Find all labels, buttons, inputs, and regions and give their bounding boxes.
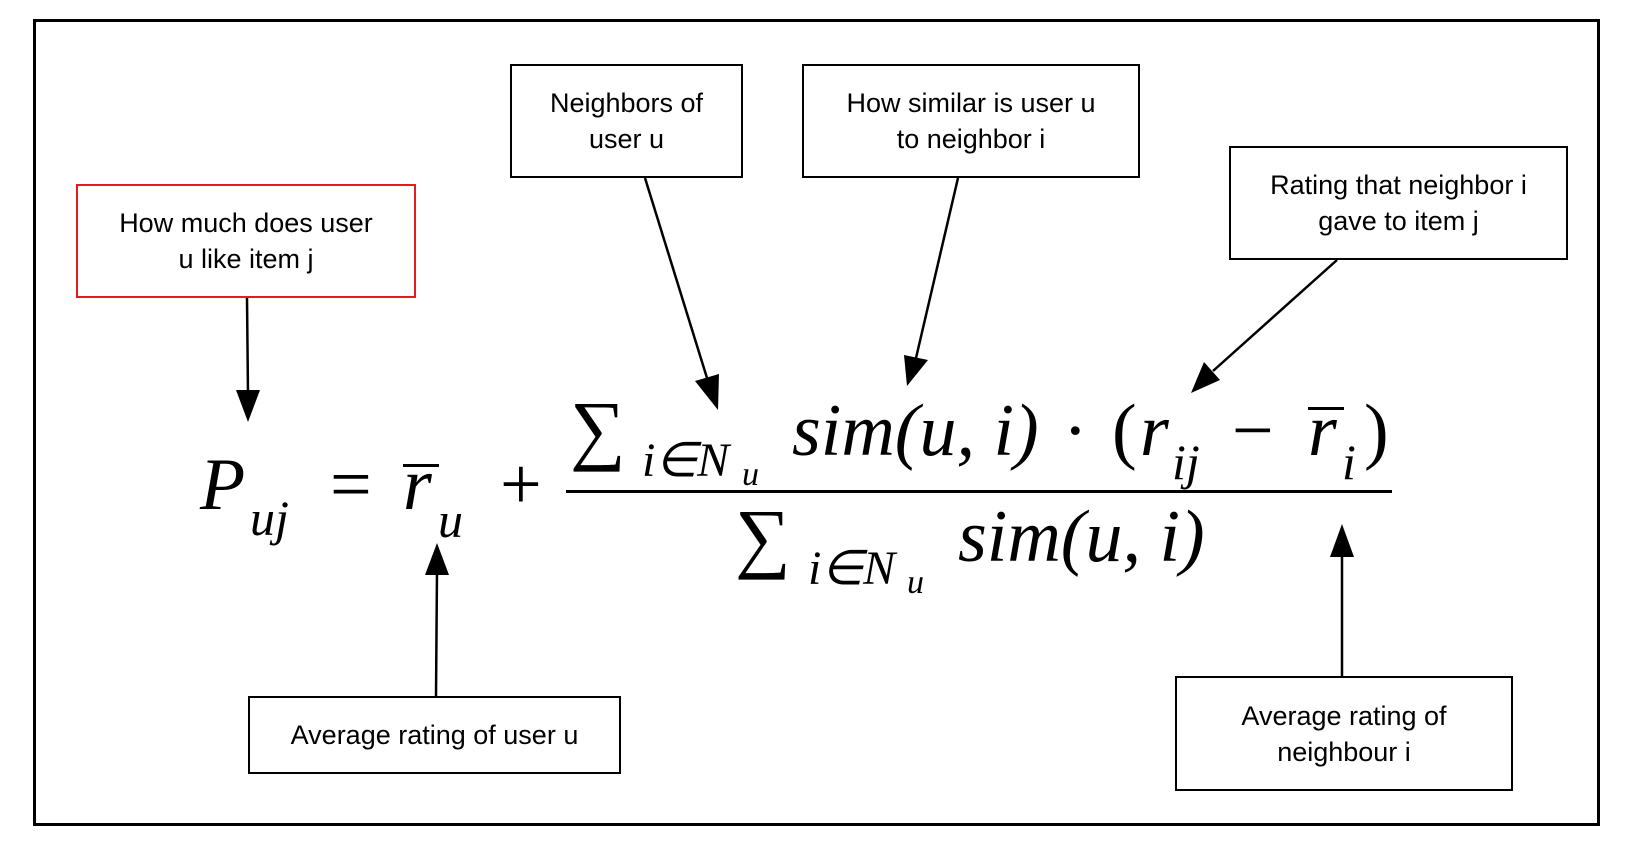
diagram-frame xyxy=(33,19,1600,826)
annotation-neighbors-text: Neighbors of user u xyxy=(549,88,704,154)
annotation-neighbor-rating: Rating that neighbor i gave to item j xyxy=(1229,146,1568,260)
annotation-neighbors: Neighbors of user u xyxy=(510,64,743,178)
annotation-user-average: Average rating of user u xyxy=(248,696,621,774)
arrow-user-average xyxy=(425,543,449,697)
arrow-neighbors xyxy=(643,177,719,410)
arrow-neighbor-rating xyxy=(1191,259,1338,393)
annotation-predicted-rating-text: How much does user u like item j xyxy=(119,208,373,274)
annotation-similarity: How similar is user u to neighbor i xyxy=(802,64,1140,178)
annotation-similarity-text: How similar is user u to neighbor i xyxy=(846,88,1096,154)
annotation-user-average-text: Average rating of user u xyxy=(290,720,579,750)
arrow-similarity xyxy=(904,177,960,386)
arrow-predicted-rating xyxy=(236,297,260,422)
annotation-neighbor-rating-text: Rating that neighbor i gave to item j xyxy=(1270,170,1527,236)
arrow-neighbor-average xyxy=(1330,524,1354,676)
annotation-neighbor-average: Average rating of neighbour i xyxy=(1175,676,1513,791)
annotation-predicted-rating: How much does user u like item j xyxy=(76,184,416,298)
annotation-neighbor-average-text: Average rating of neighbour i xyxy=(1241,700,1447,767)
